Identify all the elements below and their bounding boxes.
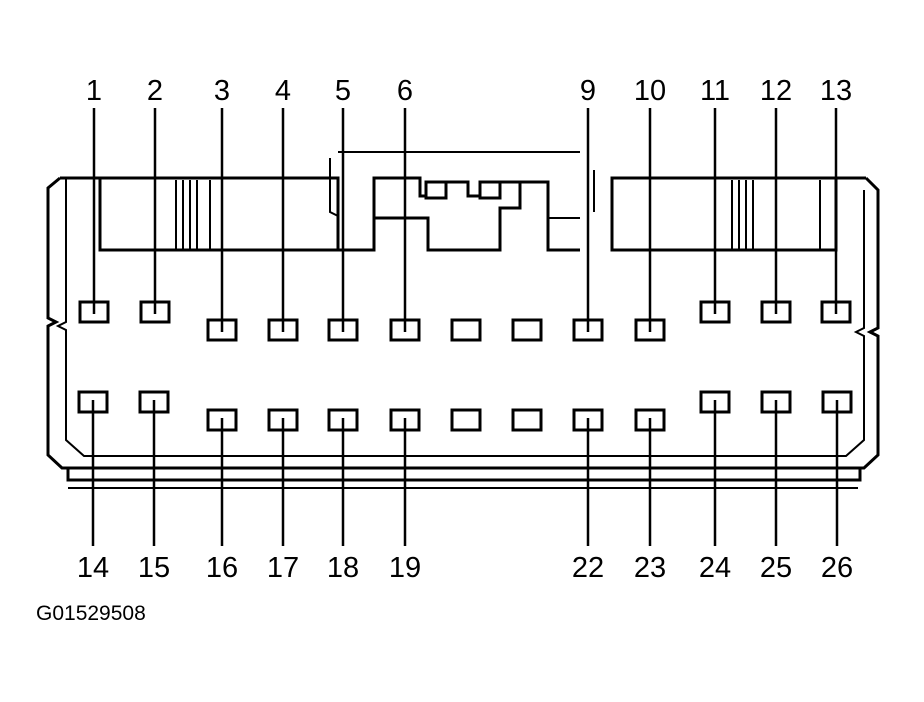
pin-label-23: 23 bbox=[634, 552, 666, 584]
pin-cavities bbox=[77, 300, 853, 432]
top-row-pin-labels: 1 2 3 4 5 6 9 10 11 12 13 bbox=[86, 75, 852, 107]
unused-cavity-bottom-6 bbox=[450, 408, 482, 432]
pin-label-4: 4 bbox=[275, 75, 291, 107]
pin-label-3: 3 bbox=[214, 75, 230, 107]
pin-label-1: 1 bbox=[86, 75, 102, 107]
unused-cavity-top-7 bbox=[511, 318, 543, 342]
pin-label-15: 15 bbox=[138, 552, 170, 584]
pin-label-10: 10 bbox=[634, 75, 666, 107]
figure-code: G01529508 bbox=[36, 602, 146, 625]
pin-label-19: 19 bbox=[389, 552, 421, 584]
bottom-row-pin-labels: 14 15 16 17 18 19 22 23 24 25 26 bbox=[77, 552, 853, 584]
pin-leader-lines bbox=[91, 108, 839, 546]
pin-label-9: 9 bbox=[580, 75, 596, 107]
pin-label-2: 2 bbox=[147, 75, 163, 107]
pin-label-16: 16 bbox=[206, 552, 238, 584]
pin-label-12: 12 bbox=[760, 75, 792, 107]
pin-label-14: 14 bbox=[77, 552, 109, 584]
pin-label-11: 11 bbox=[700, 75, 730, 107]
unused-cavity-bottom-7 bbox=[511, 408, 543, 432]
unused-cavity-top-6 bbox=[450, 318, 482, 342]
pin-label-6: 6 bbox=[397, 75, 413, 107]
pin-label-24: 24 bbox=[699, 552, 731, 584]
pin-label-22: 22 bbox=[572, 552, 604, 584]
pin-label-18: 18 bbox=[327, 552, 359, 584]
connector-housing bbox=[46, 151, 880, 489]
pin-label-13: 13 bbox=[820, 75, 852, 107]
pin-label-17: 17 bbox=[267, 552, 299, 584]
pin-label-5: 5 bbox=[335, 75, 351, 107]
pin-label-25: 25 bbox=[760, 552, 792, 584]
pin-label-26: 26 bbox=[821, 552, 853, 584]
